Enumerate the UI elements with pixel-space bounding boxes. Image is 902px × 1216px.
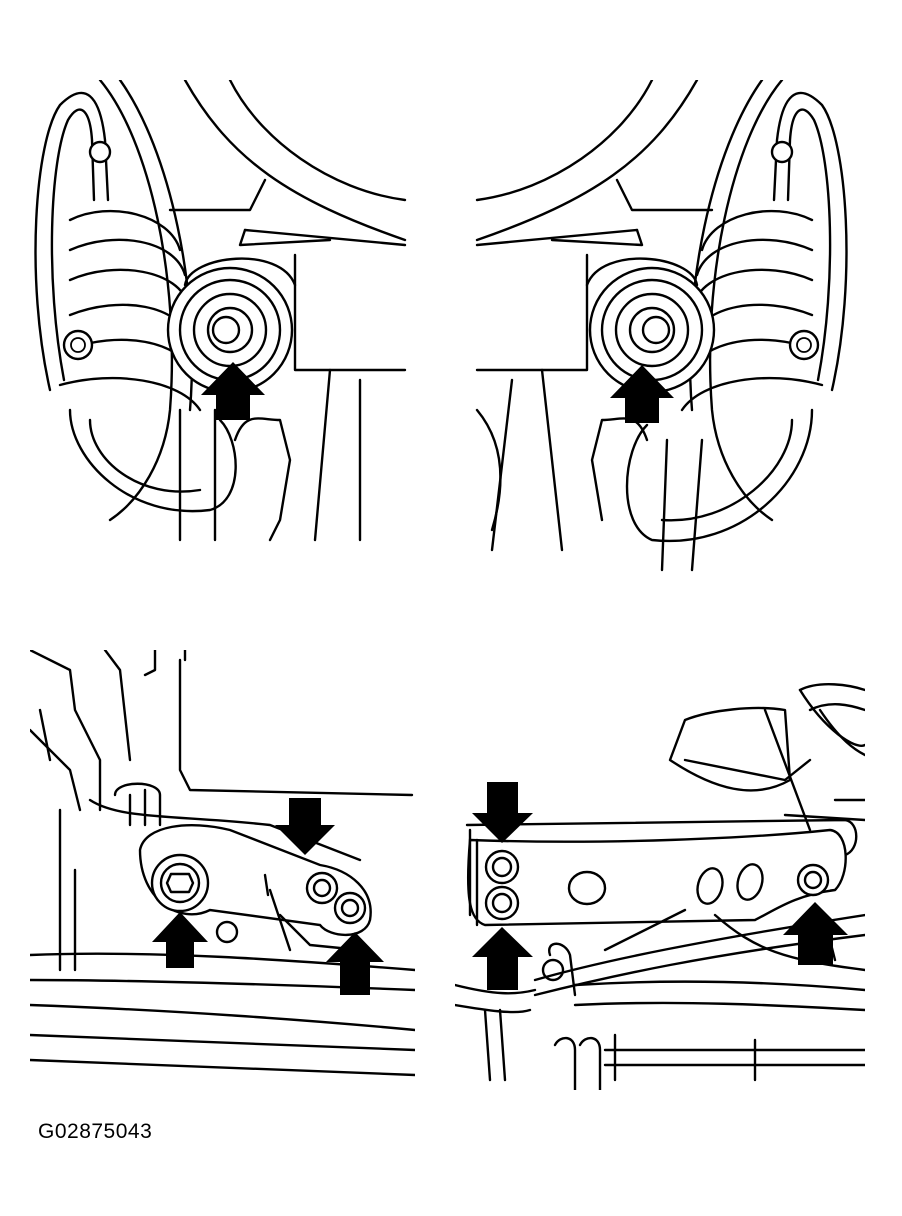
panel-top-right-bushing-bolt bbox=[475, 80, 848, 572]
arrow-bolt bbox=[610, 365, 674, 423]
arrow-bolt bbox=[326, 932, 384, 995]
arrow-bolt bbox=[783, 902, 848, 965]
panel-top-left-bushing-bolt bbox=[34, 80, 407, 542]
arrow-bolt bbox=[275, 798, 335, 855]
panel-bottom-right-lateral-link bbox=[455, 683, 865, 1090]
arrow-bolt bbox=[472, 782, 533, 843]
figure-id-label: G02875043 bbox=[38, 1120, 153, 1143]
arrow-bolt bbox=[152, 912, 208, 968]
arrow-bolt bbox=[472, 927, 533, 990]
panel-bottom-left-lateral-link bbox=[30, 650, 415, 1077]
arrow-bolt bbox=[201, 362, 265, 420]
